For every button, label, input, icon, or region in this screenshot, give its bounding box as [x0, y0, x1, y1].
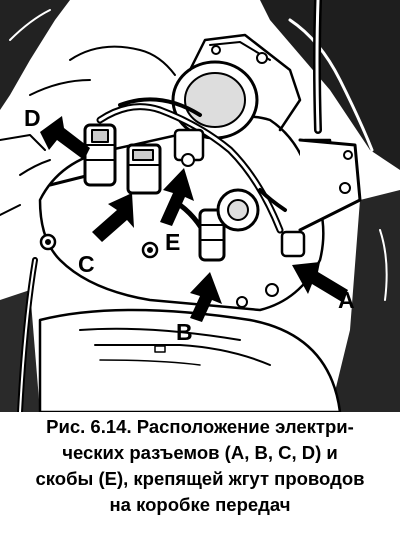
connector-c	[126, 143, 162, 195]
connector-a	[280, 230, 306, 258]
arrow-a	[292, 262, 348, 302]
arrow-c	[92, 193, 134, 242]
caption-line-1: Рис. 6.14. Расположение электри-	[46, 416, 354, 437]
connector-e-clip	[173, 128, 205, 167]
caption-line-4: на коробке передач	[109, 494, 291, 515]
connector-b	[198, 208, 226, 262]
label-a: A	[338, 287, 355, 313]
oil-pan	[38, 308, 342, 412]
arrow-b	[190, 272, 222, 322]
label-d: D	[24, 105, 41, 131]
upper-right-shadow	[260, 0, 400, 170]
right-bracket	[298, 138, 362, 232]
figure-caption: Рис. 6.14. Расположение электри- ческих …	[0, 414, 400, 534]
upper-left-shadow	[0, 0, 70, 110]
arrow-e	[160, 168, 194, 226]
caption-line-2: ческих разъемов (A, B, C, D) и	[62, 442, 338, 463]
label-c: C	[78, 251, 95, 277]
transmission-illustration: D C E B A	[0, 0, 400, 412]
caption-line-3: скобы (E), крепящей жгут проводов	[35, 468, 365, 489]
arrow-d	[40, 116, 90, 160]
right-side-shadow	[330, 190, 400, 412]
label-b: B	[176, 319, 193, 345]
label-e: E	[165, 229, 180, 255]
connector-d	[83, 123, 117, 187]
